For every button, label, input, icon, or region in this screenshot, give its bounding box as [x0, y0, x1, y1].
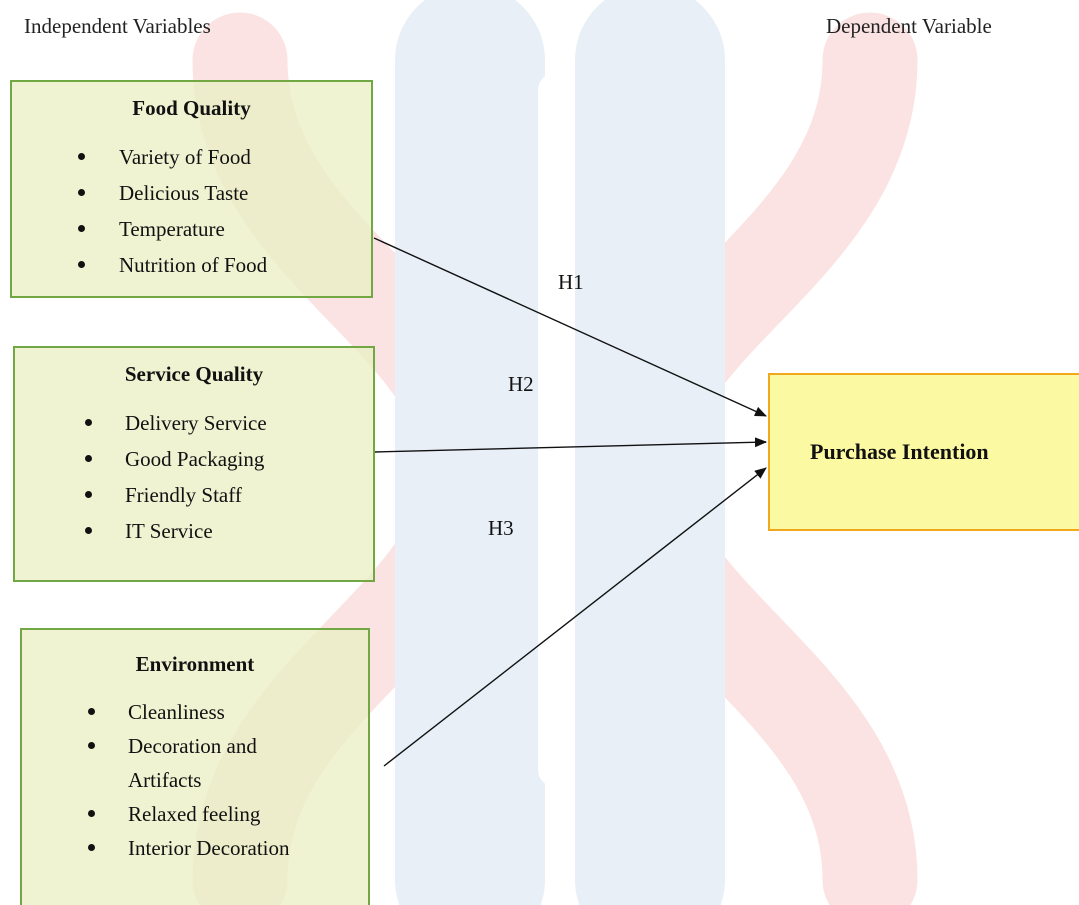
- bullet-icon: [78, 189, 85, 196]
- environment-title: Environment: [135, 652, 255, 676]
- list-item-text: Temperature: [119, 217, 225, 241]
- bullet-icon: [85, 491, 92, 498]
- service-quality-title: Service Quality: [124, 362, 264, 386]
- bullet-icon: [78, 225, 85, 232]
- list-item: Nutrition of Food: [78, 247, 371, 283]
- service-quality-box: Service Quality Delivery Service Good Pa…: [13, 346, 375, 582]
- environment-list: Cleanliness Decoration and Artifacts Rel…: [22, 695, 368, 865]
- list-item-text: Relaxed feeling: [128, 802, 261, 826]
- bullet-icon: [85, 455, 92, 462]
- h3-arrow: [383, 467, 767, 767]
- environment-box: Environment Cleanliness Decoration and A…: [20, 628, 370, 905]
- list-item: Interior Decoration: [88, 831, 368, 865]
- list-item-text: Decoration and Artifacts: [128, 734, 257, 792]
- list-item: Good Packaging: [85, 441, 373, 477]
- bullet-icon: [88, 742, 95, 749]
- list-item: Temperature: [78, 211, 371, 247]
- list-item: Delicious Taste: [78, 175, 371, 211]
- list-item-text: Cleanliness: [128, 700, 225, 724]
- list-item-text: Variety of Food: [119, 145, 251, 169]
- h2-arrow: [374, 437, 767, 453]
- bullet-icon: [85, 527, 92, 534]
- list-item-text: IT Service: [125, 519, 213, 543]
- h3-label: H3: [488, 516, 514, 540]
- service-quality-list: Delivery Service Good Packaging Friendly…: [15, 405, 373, 549]
- purchase-intention-box: Purchase Intention: [768, 373, 1079, 531]
- list-item-text: Delicious Taste: [119, 181, 249, 205]
- bullet-icon: [88, 708, 95, 715]
- list-item: IT Service: [85, 513, 373, 549]
- bullet-icon: [78, 153, 85, 160]
- bullet-icon: [88, 844, 95, 851]
- list-item-text: Delivery Service: [125, 411, 267, 435]
- list-item: Friendly Staff: [85, 477, 373, 513]
- h1-arrow: [373, 237, 767, 417]
- food-quality-title: Food Quality: [132, 96, 251, 120]
- independent-variables-heading: Independent Variables: [24, 14, 211, 38]
- list-item-text: Nutrition of Food: [119, 253, 268, 277]
- list-item: Delivery Service: [85, 405, 373, 441]
- bullet-icon: [78, 261, 85, 268]
- food-quality-list: Variety of Food Delicious Taste Temperat…: [12, 139, 371, 283]
- purchase-intention-title: Purchase Intention: [810, 439, 989, 464]
- list-item-text: Interior Decoration: [128, 836, 290, 860]
- list-item-text: Friendly Staff: [125, 483, 242, 507]
- list-item: Variety of Food: [78, 139, 371, 175]
- h2-label: H2: [508, 372, 534, 396]
- food-quality-box: Food Quality Variety of Food Delicious T…: [10, 80, 373, 298]
- list-item: Cleanliness: [88, 695, 368, 729]
- list-item-text: Good Packaging: [125, 447, 265, 471]
- dependent-variable-heading: Dependent Variable: [826, 14, 992, 38]
- list-item: Decoration and Artifacts: [88, 729, 368, 797]
- list-item: Relaxed feeling: [88, 797, 368, 831]
- bullet-icon: [88, 810, 95, 817]
- h1-label: H1: [558, 270, 584, 294]
- bullet-icon: [85, 419, 92, 426]
